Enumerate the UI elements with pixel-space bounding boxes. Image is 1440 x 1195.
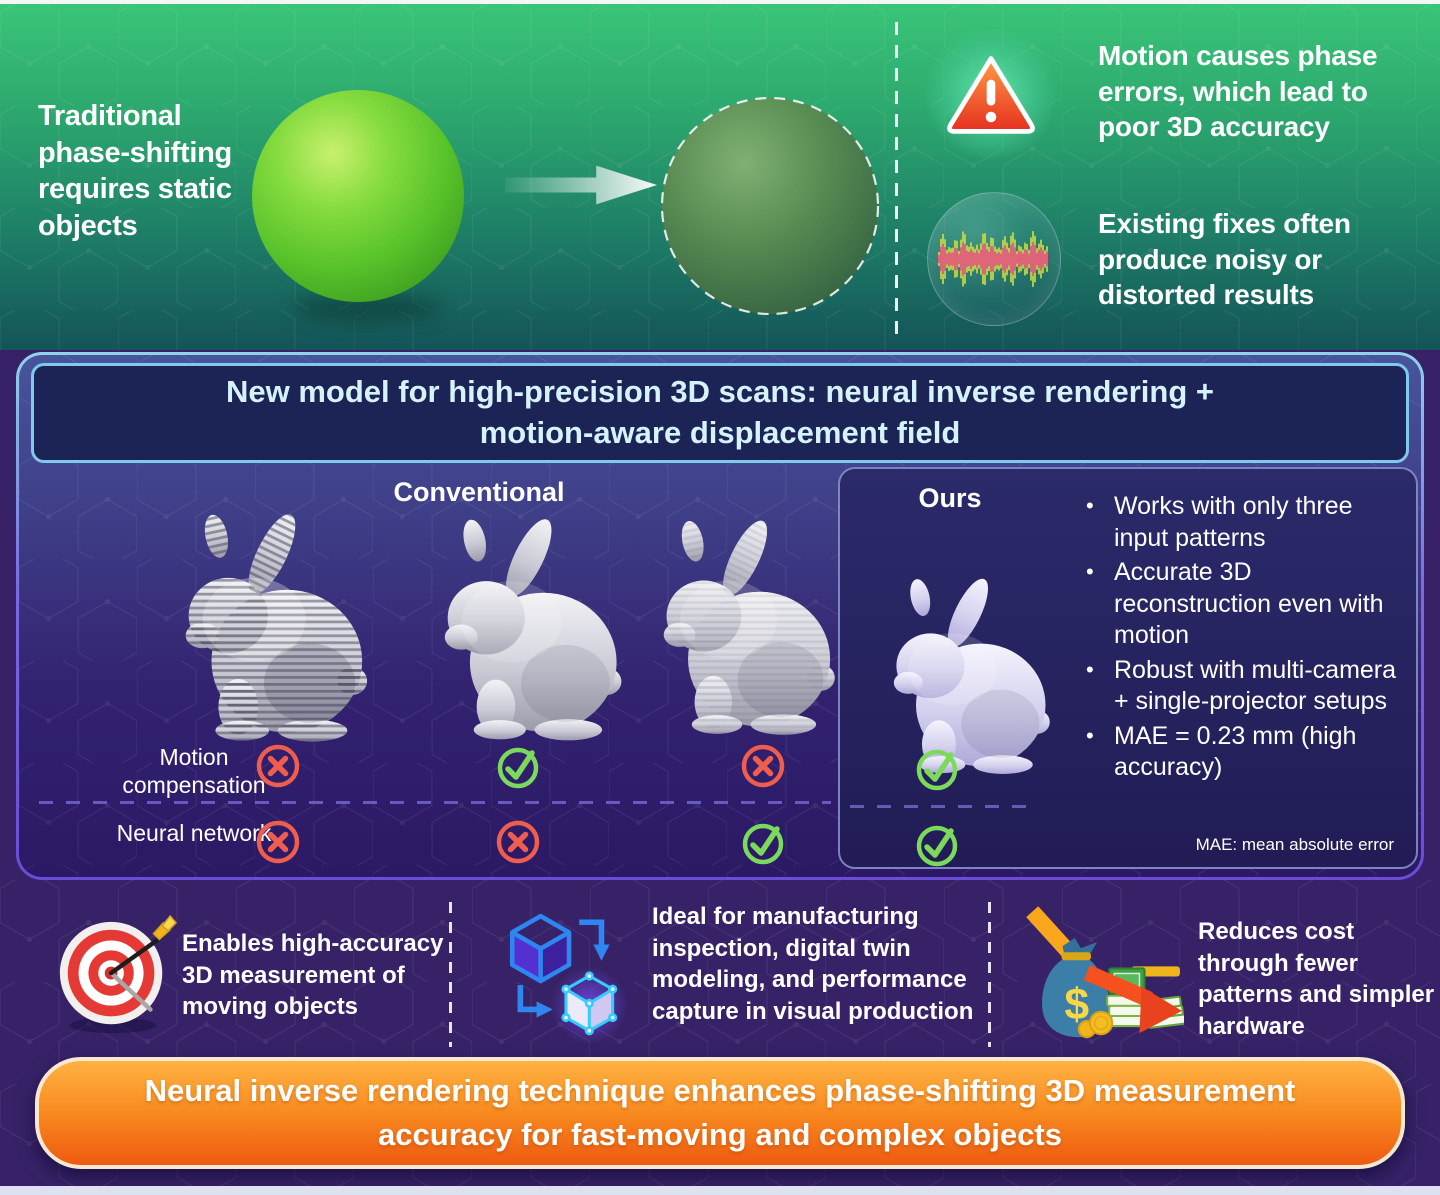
mark-ours-row2 xyxy=(912,819,962,869)
bunny-conventional-2 xyxy=(444,513,622,741)
bunny-conventional-3 xyxy=(663,514,835,735)
row-label-motion-compensation: Motion compensation xyxy=(122,744,266,799)
static-sphere xyxy=(252,90,464,302)
conclusion-banner: Neural inverse rendering technique enhan… xyxy=(35,1057,1405,1169)
problem-headline: Traditional phase-shifting requires stat… xyxy=(38,100,232,242)
noisy-bubble xyxy=(927,192,1061,326)
row-divider-dashed xyxy=(39,801,831,804)
cube-transform-icon xyxy=(509,913,628,1044)
bottom-border-strip xyxy=(0,1186,1440,1195)
mark-ours-row1 xyxy=(912,743,962,793)
comparison-panel: New model for high-precision 3D scans: n… xyxy=(16,352,1424,880)
mark-row2-col3 xyxy=(738,817,788,867)
bunny-conventional-1 xyxy=(185,508,368,742)
benefit-divider-2 xyxy=(988,902,991,1047)
ours-bullet: Works with only three input patterns xyxy=(1086,491,1406,554)
issue-motion-text: Motion causes phase errors, which lead t… xyxy=(1098,40,1378,143)
ours-feature-list: Works with only three input patterns Acc… xyxy=(1086,491,1406,787)
cost-reduction-icon: $ xyxy=(1026,906,1184,1039)
mark-row2-col1 xyxy=(253,817,303,867)
noisy-signal-icon xyxy=(938,231,1050,287)
benefit-cost-text: Reduces cost through fewer patterns and … xyxy=(1198,918,1435,1041)
mark-row1-col2 xyxy=(493,741,543,791)
warning-glow xyxy=(925,28,1057,160)
moving-sphere-ghost xyxy=(660,96,880,316)
mark-row1-col1 xyxy=(253,741,303,791)
conventional-heading: Conventional xyxy=(393,477,565,507)
warning-icon xyxy=(947,56,1035,134)
mark-row1-col3 xyxy=(738,741,788,791)
mark-row2-col2 xyxy=(493,817,543,867)
top-border-strip xyxy=(0,0,1440,5)
benefit-divider-1 xyxy=(449,902,452,1047)
ours-row-divider-dashed xyxy=(850,805,1026,808)
model-title-banner: New model for high-precision 3D scans: n… xyxy=(31,363,1409,463)
model-title-text: New model for high-precision 3D scans: n… xyxy=(226,374,1214,450)
top-divider-dashed xyxy=(895,22,898,342)
benefit-accuracy-text: Enables high-accuracy 3D measurement of … xyxy=(182,930,444,1021)
ours-bullet: MAE = 0.23 mm (high accuracy) xyxy=(1086,721,1406,784)
ours-heading: Ours xyxy=(918,483,982,513)
row-label-neural-network: Neural network xyxy=(116,820,272,846)
benefit-applications-text: Ideal for manufacturing inspection, digi… xyxy=(652,903,974,1026)
ours-bullet: Accurate 3D reconstruction even with mot… xyxy=(1086,557,1406,652)
conclusion-text: Neural inverse rendering technique enhan… xyxy=(144,1072,1296,1152)
ours-panel: Ours Works with only three input pattern… xyxy=(838,467,1418,869)
issue-fixes-text: Existing fixes often produce noisy or di… xyxy=(1098,208,1351,311)
mae-footnote: MAE: mean absolute error xyxy=(1195,835,1394,854)
target-icon xyxy=(59,914,178,1034)
ours-bullet: Robust with multi-camera + single-projec… xyxy=(1086,655,1406,718)
bunny-ours xyxy=(893,573,1050,774)
